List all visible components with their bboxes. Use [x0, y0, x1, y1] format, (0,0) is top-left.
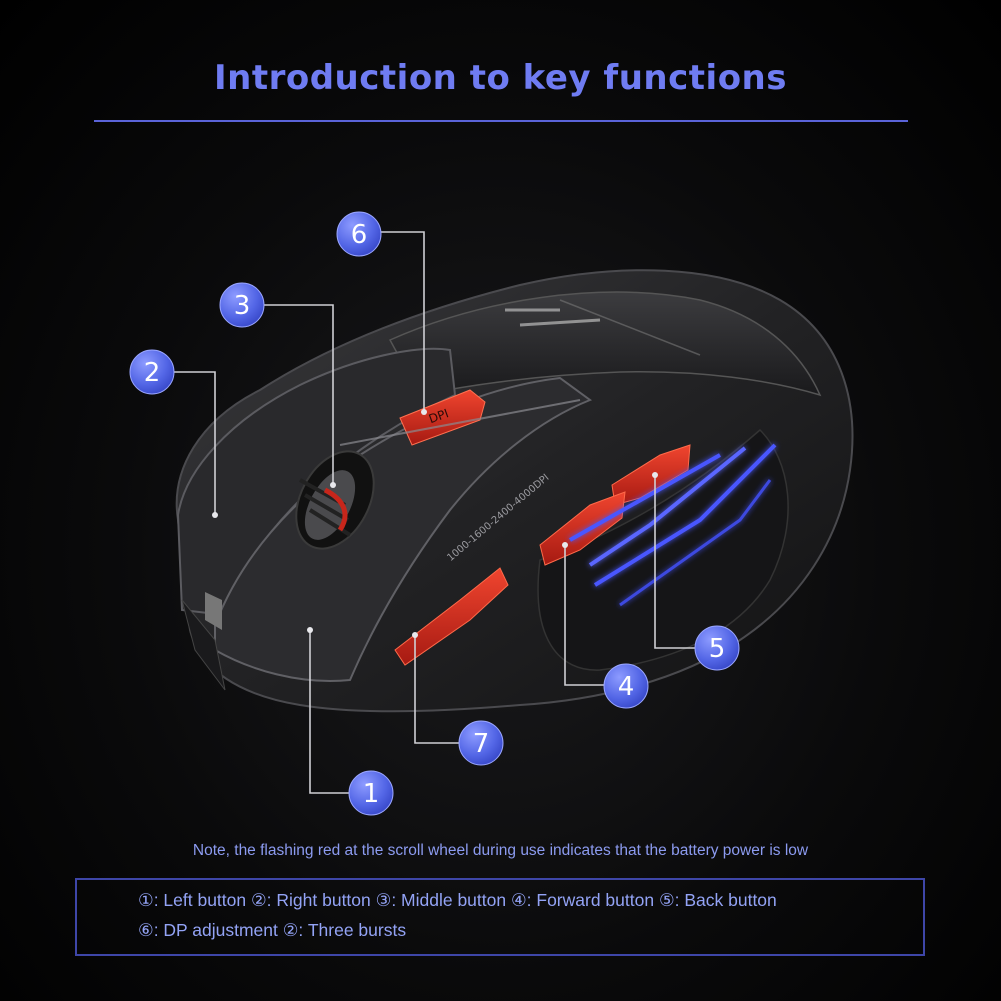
dpi-button: DPI — [399, 389, 486, 446]
legend-line-1: ①: Left button ②: Right button ③: Middle… — [138, 890, 777, 910]
svg-text:2: 2 — [144, 358, 161, 388]
badge-3: 3 — [219, 282, 265, 328]
battery-note: Note, the flashing red at the scroll whe… — [192, 842, 809, 859]
title-divider — [94, 120, 908, 122]
badge-7: 7 — [458, 720, 504, 766]
forward-button — [539, 491, 626, 566]
svg-text:7: 7 — [473, 729, 490, 759]
dpi-button-label: DPI — [427, 406, 451, 426]
svg-text:6: 6 — [351, 220, 368, 250]
badge-6: 6 — [336, 211, 382, 257]
burst-button — [394, 567, 509, 666]
badge-2: 2 — [129, 349, 175, 395]
svg-text:1: 1 — [363, 779, 380, 809]
led-strips — [569, 443, 777, 607]
badge-4: 4 — [603, 663, 649, 709]
legend-line-2: ⑥: DP adjustment ②: Three bursts — [138, 920, 407, 940]
page-title: Introduction to key functions — [213, 58, 787, 98]
scroll-wheel — [295, 450, 375, 550]
leader-dots — [212, 409, 658, 638]
badge-1: 1 — [348, 770, 394, 816]
legend-box — [75, 878, 925, 956]
svg-text:4: 4 — [618, 672, 635, 702]
svg-text:3: 3 — [234, 291, 251, 321]
leader-lines — [173, 231, 697, 794]
svg-text:5: 5 — [709, 634, 726, 664]
badge-5: 5 — [694, 625, 740, 671]
